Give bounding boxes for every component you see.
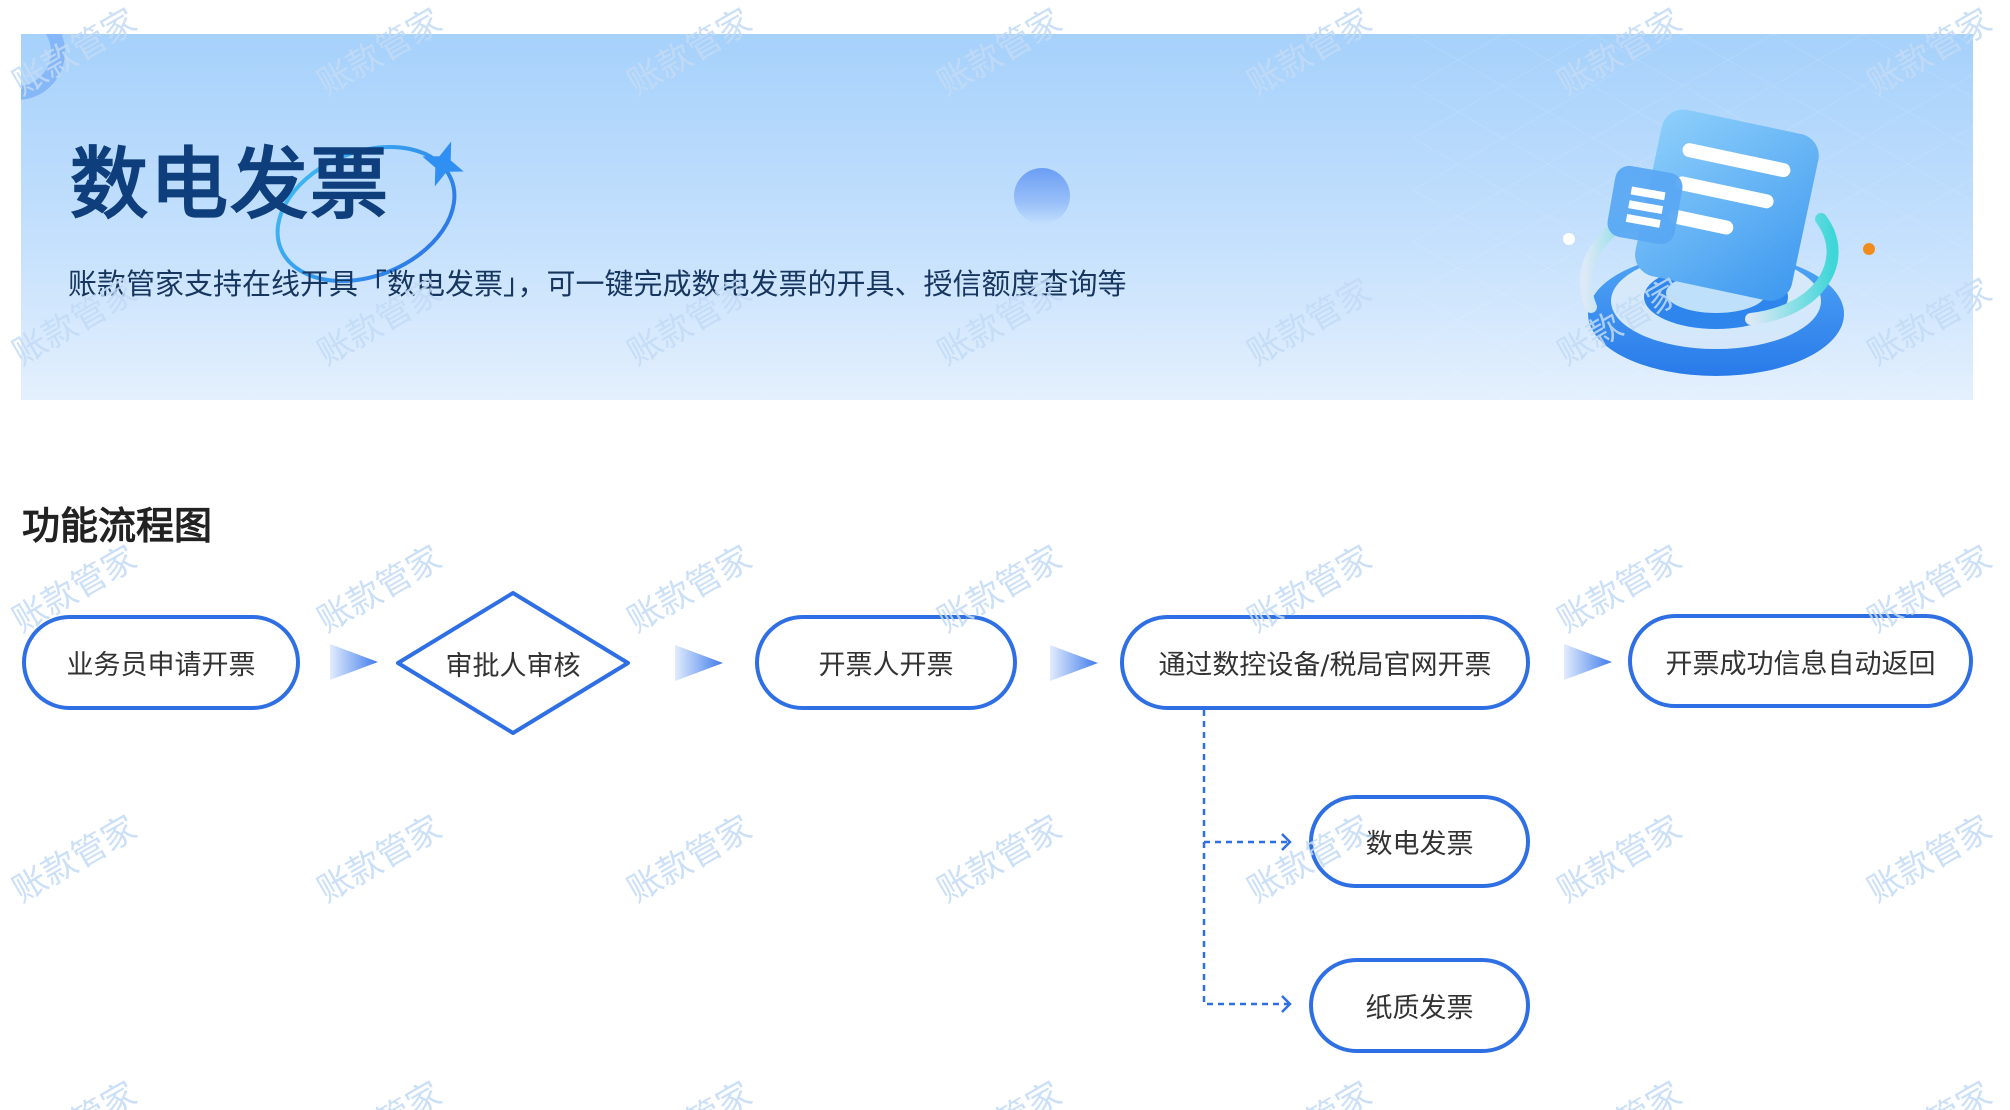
hero-banner: 数电发票 账款管家支持在线开具「数电发票」，可一键完成数电发票的开具、授信额度查… xyxy=(21,34,1973,400)
flow-node-success-return: 开票成功信息自动返回 xyxy=(1628,614,1973,708)
arrow-right-icon xyxy=(330,644,378,680)
watermark: 账款管家 xyxy=(5,808,144,911)
watermark: 账款管家 xyxy=(930,808,1069,911)
title-orbit-icon xyxy=(275,141,464,284)
watermark: 账款管家 xyxy=(1547,1067,1689,1110)
arrow-right-icon xyxy=(1564,644,1612,680)
watermark: 账款管家 xyxy=(927,1067,1069,1110)
banner-title: 数电发票 xyxy=(70,140,391,230)
flow-node-digital-invoice: 数电发票 xyxy=(1309,795,1530,888)
flow-node-approver-review: 审批人审核 xyxy=(445,650,581,682)
dashed-branch-connector xyxy=(1202,710,1292,1013)
watermark: 账款管家 xyxy=(620,538,759,641)
flow-node-paper-invoice: 纸质发票 xyxy=(1309,958,1530,1053)
watermark: 账款管家 xyxy=(2,1067,144,1110)
watermark: 账款管家 xyxy=(1860,808,1999,911)
arrow-right-icon xyxy=(675,645,723,681)
orb-decoration xyxy=(1014,168,1070,224)
section-heading: 功能流程图 xyxy=(22,504,213,548)
corner-ring-decoration xyxy=(21,34,65,100)
watermark: 账款管家 xyxy=(310,808,449,911)
watermark: 账款管家 xyxy=(1237,1067,1379,1110)
arrow-right-icon xyxy=(1050,645,1098,681)
watermark: 账款管家 xyxy=(307,1067,449,1110)
watermark: 账款管家 xyxy=(617,1067,759,1110)
watermark: 账款管家 xyxy=(1550,808,1689,911)
invoice-document-icon xyxy=(1563,109,1875,376)
flow-decision-diamond xyxy=(396,591,630,735)
watermark: 账款管家 xyxy=(620,808,759,911)
flow-node-device-issue: 通过数控设备/税局官网开票 xyxy=(1120,615,1530,710)
flow-node-salesperson-request: 业务员申请开票 xyxy=(22,615,300,710)
watermark: 账款管家 xyxy=(1857,1067,1999,1110)
flow-node-issuer-issue: 开票人开票 xyxy=(755,615,1017,710)
banner-subtitle: 账款管家支持在线开具「数电发票」，可一键完成数电发票的开具、授信额度查询等 xyxy=(68,267,1127,301)
